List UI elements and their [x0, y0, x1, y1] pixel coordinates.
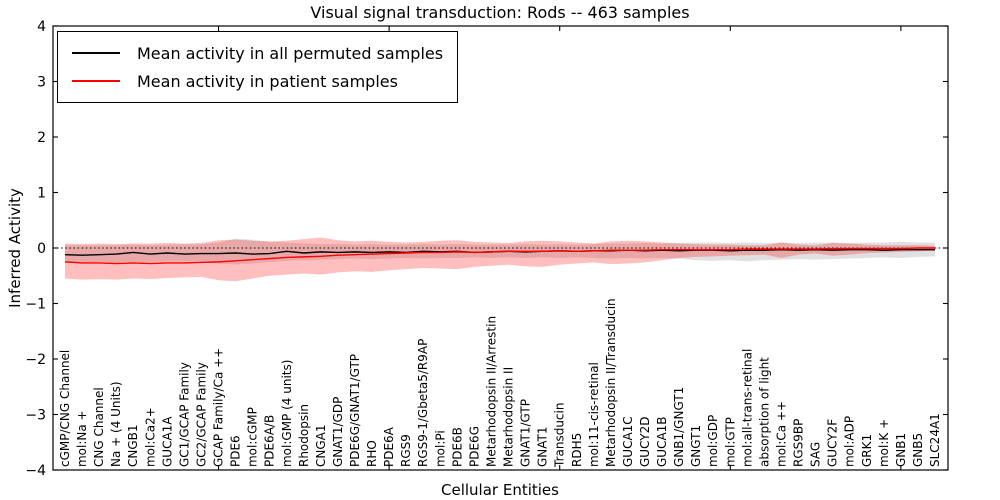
x-category-label: absorption of light [757, 357, 771, 467]
x-category-label: GCAP Family/Ca ++ [212, 348, 226, 467]
y-tick-label: 3 [37, 75, 46, 91]
y-axis-label: Inferred Activity [6, 188, 24, 308]
x-category-label: Metarhodopsin II/Arrestin [484, 316, 498, 467]
x-category-label: GUCA1C [621, 416, 635, 467]
x-category-label: CNGB1 [126, 424, 140, 467]
x-category-label: GC2/GCAP Family [194, 362, 208, 467]
x-category-label: RGS9 [399, 434, 413, 467]
x-category-label: RDH5 [570, 433, 584, 467]
x-category-label: GUCA1B [655, 416, 669, 467]
x-category-label: mol:Ca ++ [774, 401, 788, 467]
x-category-label: PDE6 [229, 435, 243, 467]
x-category-label: GNAT1/GDP [331, 397, 345, 467]
x-category-label: SAG [809, 442, 823, 467]
legend-entry-patient: Mean activity in patient samples [72, 67, 443, 95]
y-tick-label: −1 [25, 297, 46, 313]
x-category-label: GNGT1 [689, 425, 703, 467]
x-category-label: mol:GDP [706, 415, 720, 467]
x-category-label: Na + (4 Units) [109, 381, 123, 467]
x-category-label: PDE6G/GNAT1/GTP [348, 354, 362, 467]
x-category-label: GUCY2D [638, 417, 652, 467]
x-category-label: CNGA1 [314, 425, 328, 468]
x-axis-label: Cellular Entities [441, 481, 559, 499]
x-category-label: GNB1/GNGT1 [672, 387, 686, 467]
x-category-label: GUCA1A [160, 416, 174, 467]
x-category-label: mol:cGMP [246, 407, 260, 467]
x-category-label: RGS9BP [792, 419, 806, 467]
x-category-label: GNB5 [911, 433, 925, 467]
y-tick-label: −2 [25, 352, 46, 368]
x-category-label: CNG Channel [92, 387, 106, 467]
legend-label-permuted: Mean activity in all permuted samples [137, 43, 444, 63]
x-category-label: Rhodopsin [297, 404, 311, 467]
legend: Mean activity in all permuted samples Me… [57, 31, 459, 103]
x-category-label: mol:Na + [75, 410, 89, 467]
x-category-label: mol:Pi [433, 430, 447, 467]
x-category-label: RHO [365, 440, 379, 467]
legend-entry-permuted: Mean activity in all permuted samples [72, 39, 443, 67]
x-category-label: GNB1 [894, 433, 908, 467]
permuted-line-swatch [72, 52, 120, 54]
legend-label-patient: Mean activity in patient samples [137, 71, 398, 91]
x-category-label: GUCY2F [826, 419, 840, 467]
x-category-label: SLC24A1 [928, 413, 942, 467]
x-category-label: mol:ADP [843, 416, 857, 467]
x-category-label: PDE6A/B [263, 415, 277, 467]
y-tick-label: 4 [37, 19, 46, 35]
x-category-label: mol:11-cis-retinal [587, 362, 601, 467]
x-category-label: Metarhodopsin II/Transducin [604, 298, 618, 467]
y-tick-label: 1 [37, 186, 46, 202]
x-category-label: RGS9-1/Gbeta5/R9AP [416, 339, 430, 467]
x-category-label: mol:GMP (4 units) [280, 360, 294, 467]
y-tick-label: −4 [25, 463, 46, 479]
x-category-label: GC1/GCAP Family [177, 362, 191, 467]
x-category-label: GNAT1/GTP [519, 399, 533, 467]
y-tick-label: −3 [25, 408, 46, 424]
x-category-label: PDE6B [450, 427, 464, 467]
x-category-label: mol:GTP [723, 417, 737, 467]
x-category-label: GRK1 [860, 434, 874, 467]
y-tick-label: 0 [37, 241, 46, 257]
chart-title: Visual signal transduction: Rods -- 463 … [310, 3, 690, 22]
x-category-label: Metarhodopsin II [502, 367, 516, 467]
x-category-label: PDE6A [382, 426, 396, 467]
x-category-label: cGMP/CNG Channel [58, 350, 72, 467]
x-category-label: PDE6G [467, 426, 481, 467]
x-category-label: mol:all-trans-retinal [740, 349, 754, 467]
x-category-label: Transducin [553, 403, 567, 468]
x-category-label: mol:Ca2+ [143, 407, 157, 467]
x-category-label: GNAT1 [536, 426, 550, 467]
patient-line-swatch [72, 80, 120, 82]
y-tick-label: 2 [37, 130, 46, 146]
patient-mean-line [64, 247, 935, 265]
x-category-label: mol:K + [877, 419, 891, 467]
